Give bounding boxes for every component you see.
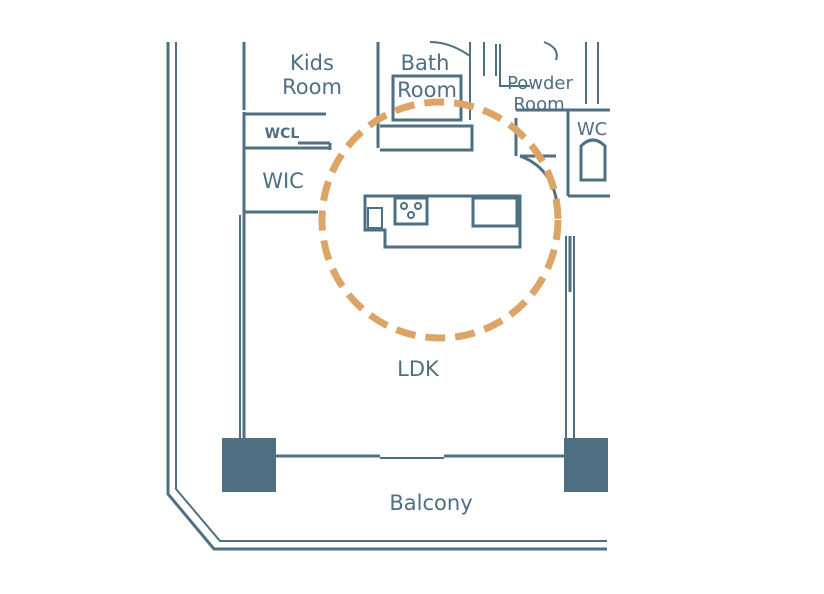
balcony-label: Balcony — [389, 491, 472, 515]
sink — [471, 196, 519, 228]
bathtub — [391, 74, 463, 122]
outer-wall-left — [166, 42, 607, 551]
powder-door-arc — [543, 41, 558, 61]
outer-wall-left-inner — [175, 42, 607, 542]
closet-line — [298, 141, 332, 150]
wc-label: WC — [577, 119, 607, 140]
bath-wall-top — [469, 42, 497, 120]
column-left — [222, 438, 276, 492]
kitchen-highlight-circle — [318, 98, 562, 342]
column-right — [564, 438, 608, 492]
powder-room-label-line2: Room — [513, 94, 564, 115]
bath-counter — [380, 124, 474, 152]
wic-label: WIC — [262, 169, 304, 193]
wc-wall — [566, 108, 610, 198]
right-wall — [565, 236, 575, 438]
bath-room-label-line2: Room — [397, 78, 457, 102]
powder-room-lower-wall — [514, 108, 568, 156]
burner-3 — [407, 211, 415, 219]
burner-1 — [400, 202, 408, 210]
wc-toilet — [579, 138, 607, 182]
partition-kids-wcl — [244, 112, 330, 150]
kids-room-label-line2: Room — [282, 75, 342, 99]
kids-room-label-line1: Kids — [290, 51, 334, 75]
burner-2 — [414, 202, 422, 210]
side-unit — [367, 207, 383, 229]
ldk-label: LDK — [397, 357, 440, 381]
powder-room-label-line1: Powder — [507, 73, 573, 94]
powder-room-wall — [499, 42, 599, 104]
bath-room-label-line1: Bath — [401, 51, 450, 75]
wcl-label: WCL — [265, 126, 300, 142]
bath-door-arc — [429, 41, 471, 57]
